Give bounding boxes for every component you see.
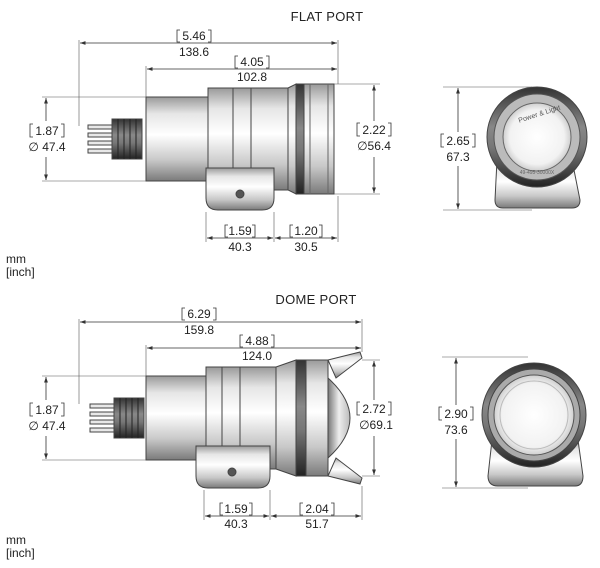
flat-port-in: 2.22 — [362, 123, 386, 137]
flat-overall-mm: 138.6 — [179, 45, 209, 59]
dome-port-view: DOME PORT — [6, 292, 587, 560]
dome-base-in: 1.59 — [224, 502, 248, 516]
flat-front-view: Power & Light 49-495-30000X — [486, 86, 588, 209]
flat-port-bezel — [303, 83, 335, 195]
svg-text:∅ 47.4: ∅ 47.4 — [28, 419, 65, 433]
unit-inch-label: [inch] — [6, 265, 35, 279]
flat-connector-mm: 47.4 — [42, 140, 66, 154]
svg-text:∅56.4: ∅56.4 — [357, 139, 391, 153]
svg-text:∅69.1: ∅69.1 — [359, 418, 393, 432]
dome-base-mm: 40.3 — [224, 517, 248, 531]
flat-side-view — [87, 83, 335, 211]
mount-screw — [235, 189, 245, 199]
dome-dimensions: 6.29 159.8 4.88 124.0 1.87 ∅ 47.4 2.72 ∅… — [28, 307, 397, 531]
diameter-symbol: ∅ — [28, 140, 38, 154]
flat-base-mm: 40.3 — [228, 240, 252, 254]
unit-inch-label-2: [inch] — [6, 546, 35, 560]
dome-overall-mm: 159.8 — [184, 323, 214, 337]
mount-base — [205, 167, 275, 211]
flat-front-mm: 102.8 — [237, 70, 267, 84]
dome-connector-in: 1.87 — [35, 403, 59, 417]
flat-base-in: 1.59 — [228, 224, 252, 238]
dome-connector-mm: 47.4 — [42, 419, 66, 433]
dome-port-in: 2.72 — [362, 402, 386, 416]
flat-nose-mm: 30.5 — [294, 240, 318, 254]
flat-front-lens — [502, 102, 572, 172]
connector-pins — [87, 124, 117, 154]
flat-height-mm: 67.3 — [446, 150, 470, 164]
dome-front-lens — [493, 374, 575, 456]
dome-port-title: DOME PORT — [275, 292, 356, 307]
housing-rear — [145, 96, 209, 182]
flat-overall-in: 5.46 — [182, 29, 206, 43]
dome-height-in: 2.90 — [444, 407, 468, 421]
flat-dimensions: 5.46 138.6 4.05 102.8 1.87 ∅ 47.4 2 — [28, 29, 395, 254]
dome-nose-in: 2.04 — [305, 502, 329, 516]
svg-text:∅ 47.4: ∅ 47.4 — [28, 140, 65, 154]
unit-mm-label-2: mm — [6, 533, 26, 547]
dome-shade-bottom — [327, 457, 363, 485]
dome-port-mm: 69.1 — [370, 418, 394, 432]
flat-connector-in: 1.87 — [35, 124, 59, 138]
unit-mm-label: mm — [6, 252, 26, 266]
flat-height-in: 2.65 — [446, 134, 470, 148]
dome-overall-in: 6.29 — [187, 307, 211, 321]
dome-front-mm: 124.0 — [242, 349, 272, 363]
dome-lens — [327, 376, 351, 460]
dome-front-in: 4.88 — [245, 334, 269, 348]
serial-number: 49-495-30000X — [520, 170, 555, 176]
flat-front-in: 4.05 — [240, 55, 264, 69]
gland-nut — [111, 118, 143, 160]
flat-port-mm: 56.4 — [368, 139, 392, 153]
dome-shade-top — [327, 351, 363, 379]
dome-side-view — [89, 351, 363, 489]
flat-nose-in: 1.20 — [294, 224, 318, 238]
dome-height-mm: 73.6 — [444, 423, 468, 437]
flat-height-dim: 2.65 67.3 — [440, 86, 532, 211]
dome-height-dim: 2.90 73.6 — [438, 356, 528, 489]
flat-port-title: FLAT PORT — [291, 9, 364, 24]
flat-port-view: FLAT PORT — [6, 9, 588, 279]
dome-nose-mm: 51.7 — [305, 517, 329, 531]
dome-front-view — [481, 362, 587, 487]
